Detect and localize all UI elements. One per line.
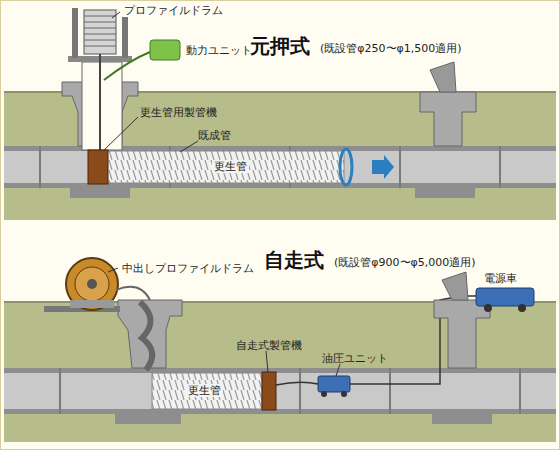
part-label: 更生管 bbox=[186, 384, 223, 397]
method-note: (既設管φ900〜φ5,000適用) bbox=[334, 256, 476, 269]
part-label: 更生管 bbox=[212, 160, 249, 173]
method-title: 自走式 bbox=[264, 248, 324, 272]
part-label: 更生管用製管機 bbox=[140, 106, 217, 119]
method-title: 元押式 bbox=[250, 34, 310, 58]
part-label: 動力ユニット bbox=[184, 44, 254, 57]
part-label: 中出しプロファイルドラム bbox=[120, 262, 256, 275]
part-label: 電源車 bbox=[482, 272, 519, 285]
part-label: 油圧ユニット bbox=[322, 352, 388, 365]
part-label: 既成管 bbox=[198, 129, 231, 142]
part-label: プロファイルドラム bbox=[122, 4, 225, 17]
method-note: (既設管φ250〜φ1,500適用) bbox=[320, 42, 462, 55]
part-label: 自走式製管機 bbox=[236, 339, 302, 352]
